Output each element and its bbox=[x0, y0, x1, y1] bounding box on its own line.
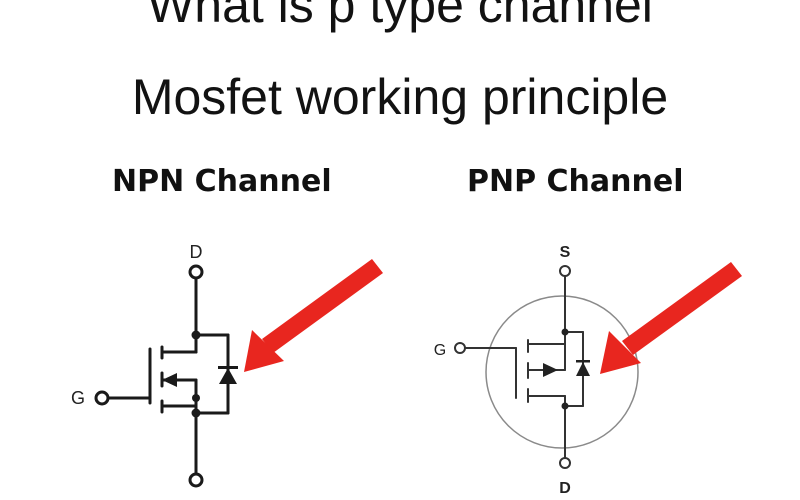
source-terminal-icon bbox=[188, 472, 204, 488]
diode-icon bbox=[219, 368, 237, 384]
npn-channel-heading: NPN Channel bbox=[112, 164, 332, 199]
drain-terminal-icon bbox=[188, 264, 204, 280]
pnp-device-circle bbox=[485, 295, 639, 449]
drain-terminal-icon bbox=[559, 457, 571, 469]
source-terminal-icon bbox=[559, 265, 571, 277]
title-line-1: What is p type channel bbox=[147, 0, 653, 33]
pnp-channel-heading: PNP Channel bbox=[467, 164, 684, 199]
channel-arrow-icon bbox=[543, 363, 558, 377]
pnp-source-label: S bbox=[560, 244, 571, 261]
gate-terminal-icon bbox=[94, 390, 110, 406]
gate-terminal-icon bbox=[454, 342, 466, 354]
red-arrow-icon bbox=[244, 259, 383, 372]
pnp-gate-label: G bbox=[434, 342, 446, 359]
npn-gate-label: G bbox=[71, 388, 85, 408]
channel-arrow-icon bbox=[162, 373, 177, 387]
title-line-2: Mosfet working principle bbox=[131, 69, 669, 125]
red-arrow-icon bbox=[600, 262, 742, 374]
pnp-drain-label: D bbox=[559, 480, 571, 497]
diode-icon bbox=[576, 362, 590, 376]
npn-mosfet-symbol bbox=[106, 264, 230, 488]
npn-drain-label: D bbox=[190, 242, 203, 262]
